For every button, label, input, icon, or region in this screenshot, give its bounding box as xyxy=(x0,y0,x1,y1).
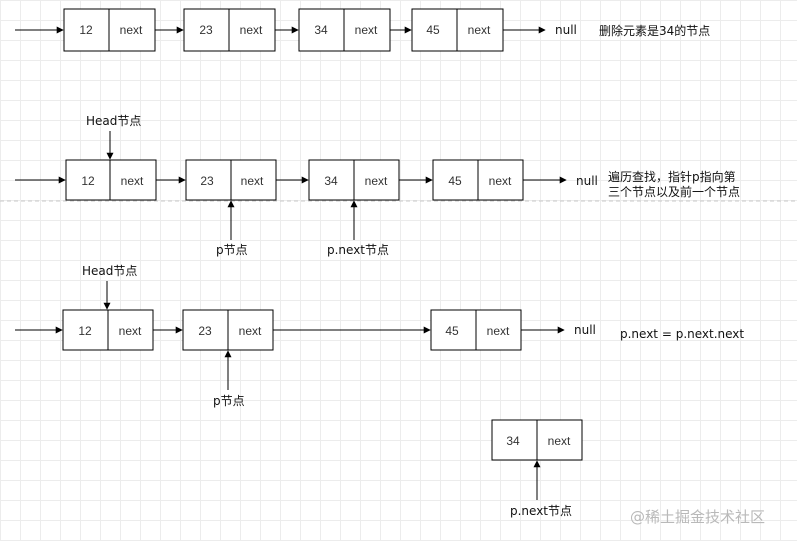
list-node: 23 next xyxy=(182,309,274,351)
node-next: next xyxy=(120,23,143,37)
head-label: Head节点 xyxy=(86,114,141,128)
node-next: next xyxy=(489,174,512,188)
node-next: next xyxy=(548,434,571,448)
node-next: next xyxy=(365,174,388,188)
list-node: 45 next xyxy=(432,159,524,201)
p-next-label: p.next节点 xyxy=(510,504,572,518)
node-next: next xyxy=(239,324,262,338)
node-next: next xyxy=(121,174,144,188)
head-label: Head节点 xyxy=(82,264,137,278)
list-node: 12 next xyxy=(62,309,154,351)
node-value: 34 xyxy=(324,174,338,188)
list-node: 23 next xyxy=(183,8,276,52)
node-next: next xyxy=(487,324,510,338)
node-value: 23 xyxy=(200,174,214,188)
p-next-label: p.next节点 xyxy=(327,243,389,257)
node-value: 23 xyxy=(198,324,212,338)
null-label: null xyxy=(576,174,598,188)
node-value: 45 xyxy=(448,174,462,188)
node-value: 45 xyxy=(426,23,440,37)
node-box xyxy=(65,159,157,201)
node-next: next xyxy=(355,23,378,37)
node-next: next xyxy=(119,324,142,338)
list-node: 45 next xyxy=(430,309,522,351)
p-label: p节点 xyxy=(216,243,248,257)
step-note-line-2: 三个节点以及前一个节点 xyxy=(608,184,740,199)
node-next: next xyxy=(241,174,264,188)
watermark-text: @稀土掘金技术社区 xyxy=(630,508,765,526)
node-value: 34 xyxy=(314,23,328,37)
removed-node-group: 34 next p.next节点 xyxy=(491,419,583,518)
node-value: 12 xyxy=(78,324,92,338)
null-label: null xyxy=(555,23,577,37)
step-note-line-1: 遍历查找，指针p指向第 xyxy=(608,169,736,184)
list-node: 12 next xyxy=(65,159,157,201)
node-value: 12 xyxy=(79,23,93,37)
row-1: 12 next 23 next 34 next 45 next null 删除元… xyxy=(15,8,710,52)
list-node: 34 next xyxy=(298,8,391,52)
list-node: 12 next xyxy=(63,8,156,52)
list-node: 23 next xyxy=(185,159,277,201)
node-value: 34 xyxy=(506,434,520,448)
node-value: 45 xyxy=(445,324,459,338)
list-node: 34 next xyxy=(491,419,583,461)
step-note: p.next = p.next.next xyxy=(620,327,744,341)
step-note: 删除元素是34的节点 xyxy=(599,23,710,38)
node-value: 12 xyxy=(81,174,95,188)
row-2: Head节点 12 next 23 next 34 next 45 xyxy=(15,114,740,257)
node-value: 23 xyxy=(199,23,213,37)
row-3: Head节点 12 next 23 next 45 next null p.ne… xyxy=(15,264,744,408)
node-next: next xyxy=(468,23,491,37)
node-next: next xyxy=(240,23,263,37)
list-node: 45 next xyxy=(411,8,504,52)
null-label: null xyxy=(574,323,596,337)
list-node: 34 next xyxy=(308,159,400,201)
p-label: p节点 xyxy=(213,394,245,408)
